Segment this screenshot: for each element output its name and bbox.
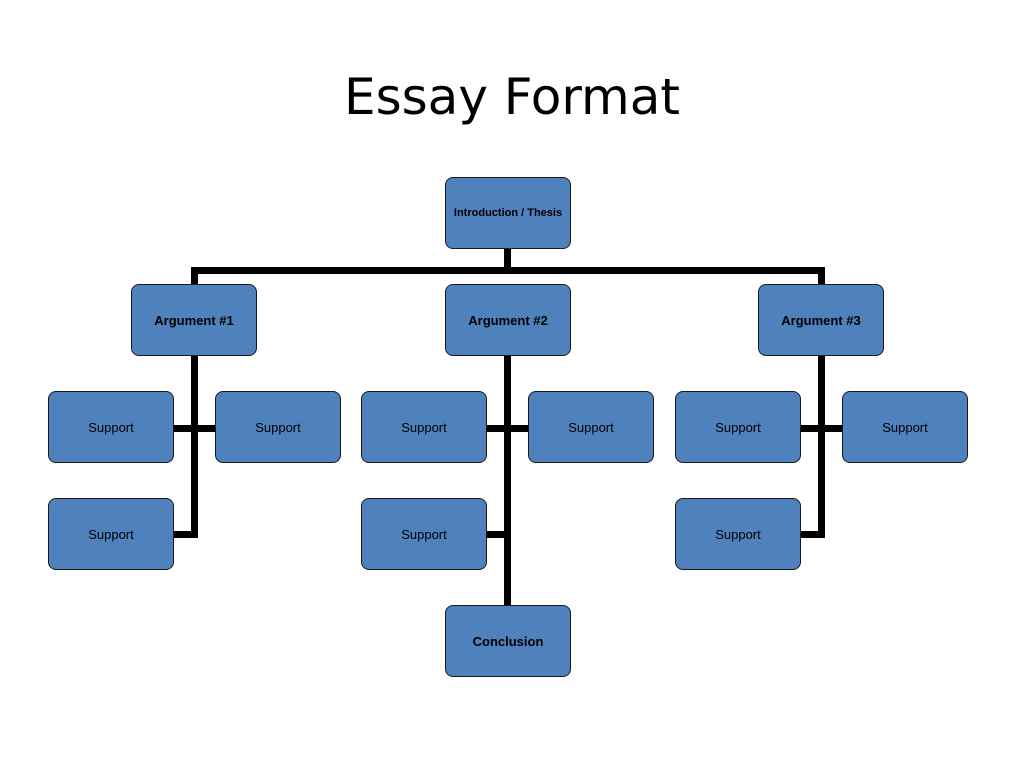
connector-argument-2-spine xyxy=(504,355,511,607)
connector-argument-2-row1 xyxy=(487,425,529,432)
connector-argument-2-row2 xyxy=(487,531,511,538)
node-label: Support xyxy=(88,526,134,542)
node-introduction-thesis[interactable]: Introduction / Thesis xyxy=(445,177,571,249)
node-label: Introduction / Thesis xyxy=(453,207,563,219)
node-support-1a[interactable]: Support xyxy=(48,391,174,463)
node-support-2c[interactable]: Support xyxy=(361,498,487,570)
node-argument-1[interactable]: Argument #1 xyxy=(131,284,257,356)
connector-to-argument-3 xyxy=(818,267,825,285)
node-label: Support xyxy=(255,419,301,435)
connector-argument-1-spine xyxy=(191,355,198,538)
node-support-2b[interactable]: Support xyxy=(528,391,654,463)
node-label: Support xyxy=(882,419,928,435)
connector-argument-1-row2 xyxy=(174,531,198,538)
connector-top-bar xyxy=(191,267,825,274)
node-support-3a[interactable]: Support xyxy=(675,391,801,463)
node-support-1c[interactable]: Support xyxy=(48,498,174,570)
node-label: Support xyxy=(88,419,134,435)
connector-intro-down xyxy=(504,248,511,272)
connector-argument-1-row1 xyxy=(174,425,216,432)
node-conclusion[interactable]: Conclusion xyxy=(445,605,571,677)
node-label: Support xyxy=(715,419,761,435)
node-support-3b[interactable]: Support xyxy=(842,391,968,463)
node-support-3c[interactable]: Support xyxy=(675,498,801,570)
node-label: Support xyxy=(401,526,447,542)
connector-argument-3-spine xyxy=(818,355,825,538)
node-argument-3[interactable]: Argument #3 xyxy=(758,284,884,356)
node-label: Argument #3 xyxy=(781,312,861,328)
node-support-2a[interactable]: Support xyxy=(361,391,487,463)
node-label: Support xyxy=(401,419,447,435)
node-argument-2[interactable]: Argument #2 xyxy=(445,284,571,356)
node-label: Support xyxy=(568,419,614,435)
node-label: Support xyxy=(715,526,761,542)
node-support-1b[interactable]: Support xyxy=(215,391,341,463)
node-label: Argument #2 xyxy=(468,312,548,328)
node-label: Conclusion xyxy=(472,633,544,649)
node-label: Argument #1 xyxy=(154,312,234,328)
connector-argument-3-row2 xyxy=(800,531,825,538)
page-title: Essay Format xyxy=(343,68,680,126)
connector-to-argument-1 xyxy=(191,267,198,285)
connector-argument-3-row1 xyxy=(800,425,842,432)
